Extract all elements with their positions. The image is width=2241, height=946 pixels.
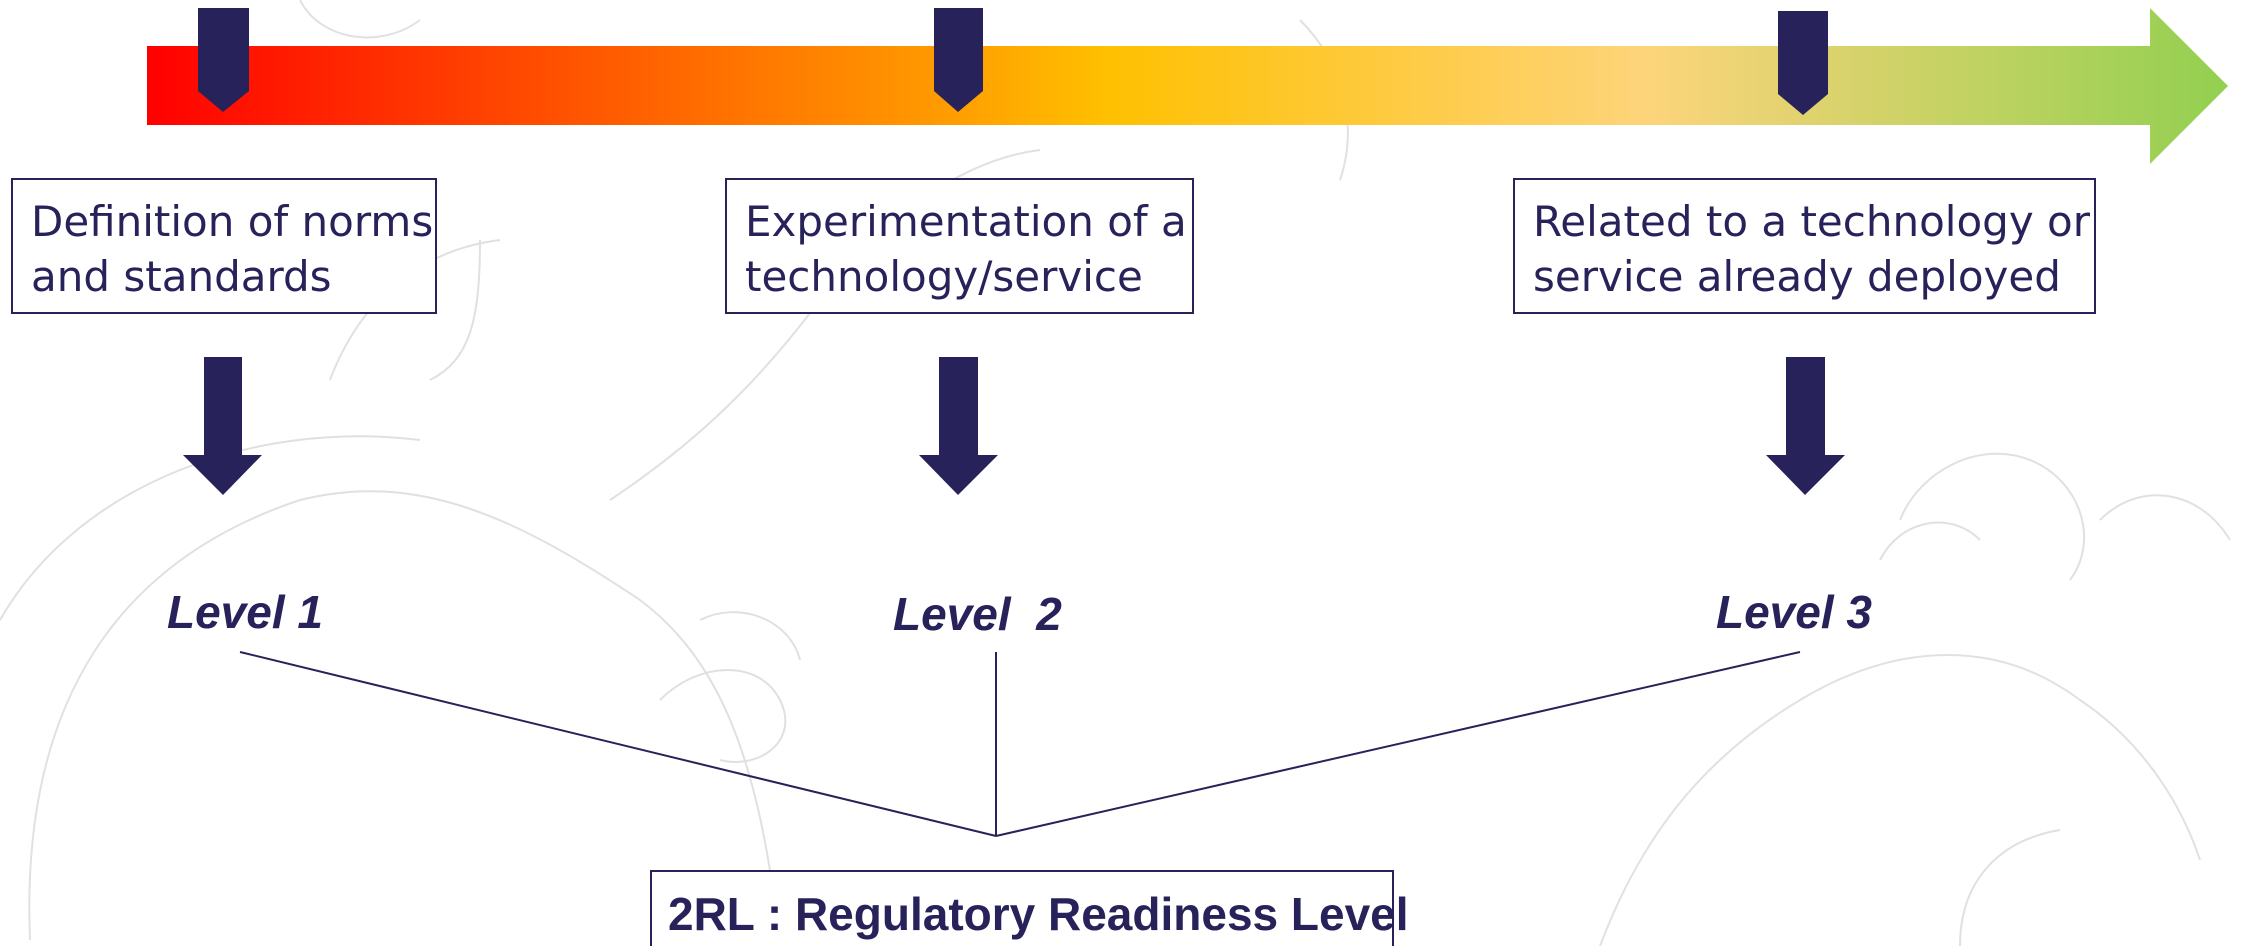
stage-description-3-line-1: Related to a technology or [1533, 197, 2090, 246]
progress-gradient-arrow [147, 8, 2228, 164]
down-arrow-3-icon [1766, 357, 1845, 495]
level-label-2: Level 2 [893, 588, 1062, 640]
down-arrow-1-icon [183, 357, 262, 495]
level-label-3: Level 3 [1716, 586, 1872, 638]
regulatory-readiness-level-box: 2RL : Regulatory Readiness Level [650, 870, 1409, 946]
stage-description-1-line-2: and standards [31, 252, 332, 301]
stage-marker-3-icon [1778, 11, 1828, 115]
stage-description-box-1: Definition of norms and standards [11, 178, 437, 314]
stage-marker-1-icon [198, 8, 249, 112]
stage-description-box-3: Related to a technology or service alrea… [1513, 178, 2096, 314]
level-label-1: Level 1 [167, 586, 323, 638]
connector-line-level-3 [995, 651, 1801, 837]
down-arrow-2-icon [919, 357, 998, 495]
stage-description-2-line-2: technology/service [745, 252, 1143, 301]
stage-description-box-2: Experimentation of a technology/service [725, 178, 1194, 314]
stage-description-3-line-2: service already deployed [1533, 252, 2061, 301]
regulatory-readiness-level-label: 2RL : Regulatory Readiness Level [668, 888, 1409, 940]
stage-description-1-line-1: Definition of norms [31, 197, 434, 246]
stage-marker-2-icon [934, 8, 983, 112]
stage-description-2-line-1: Experimentation of a [745, 197, 1187, 246]
connector-line-level-1 [239, 651, 997, 837]
